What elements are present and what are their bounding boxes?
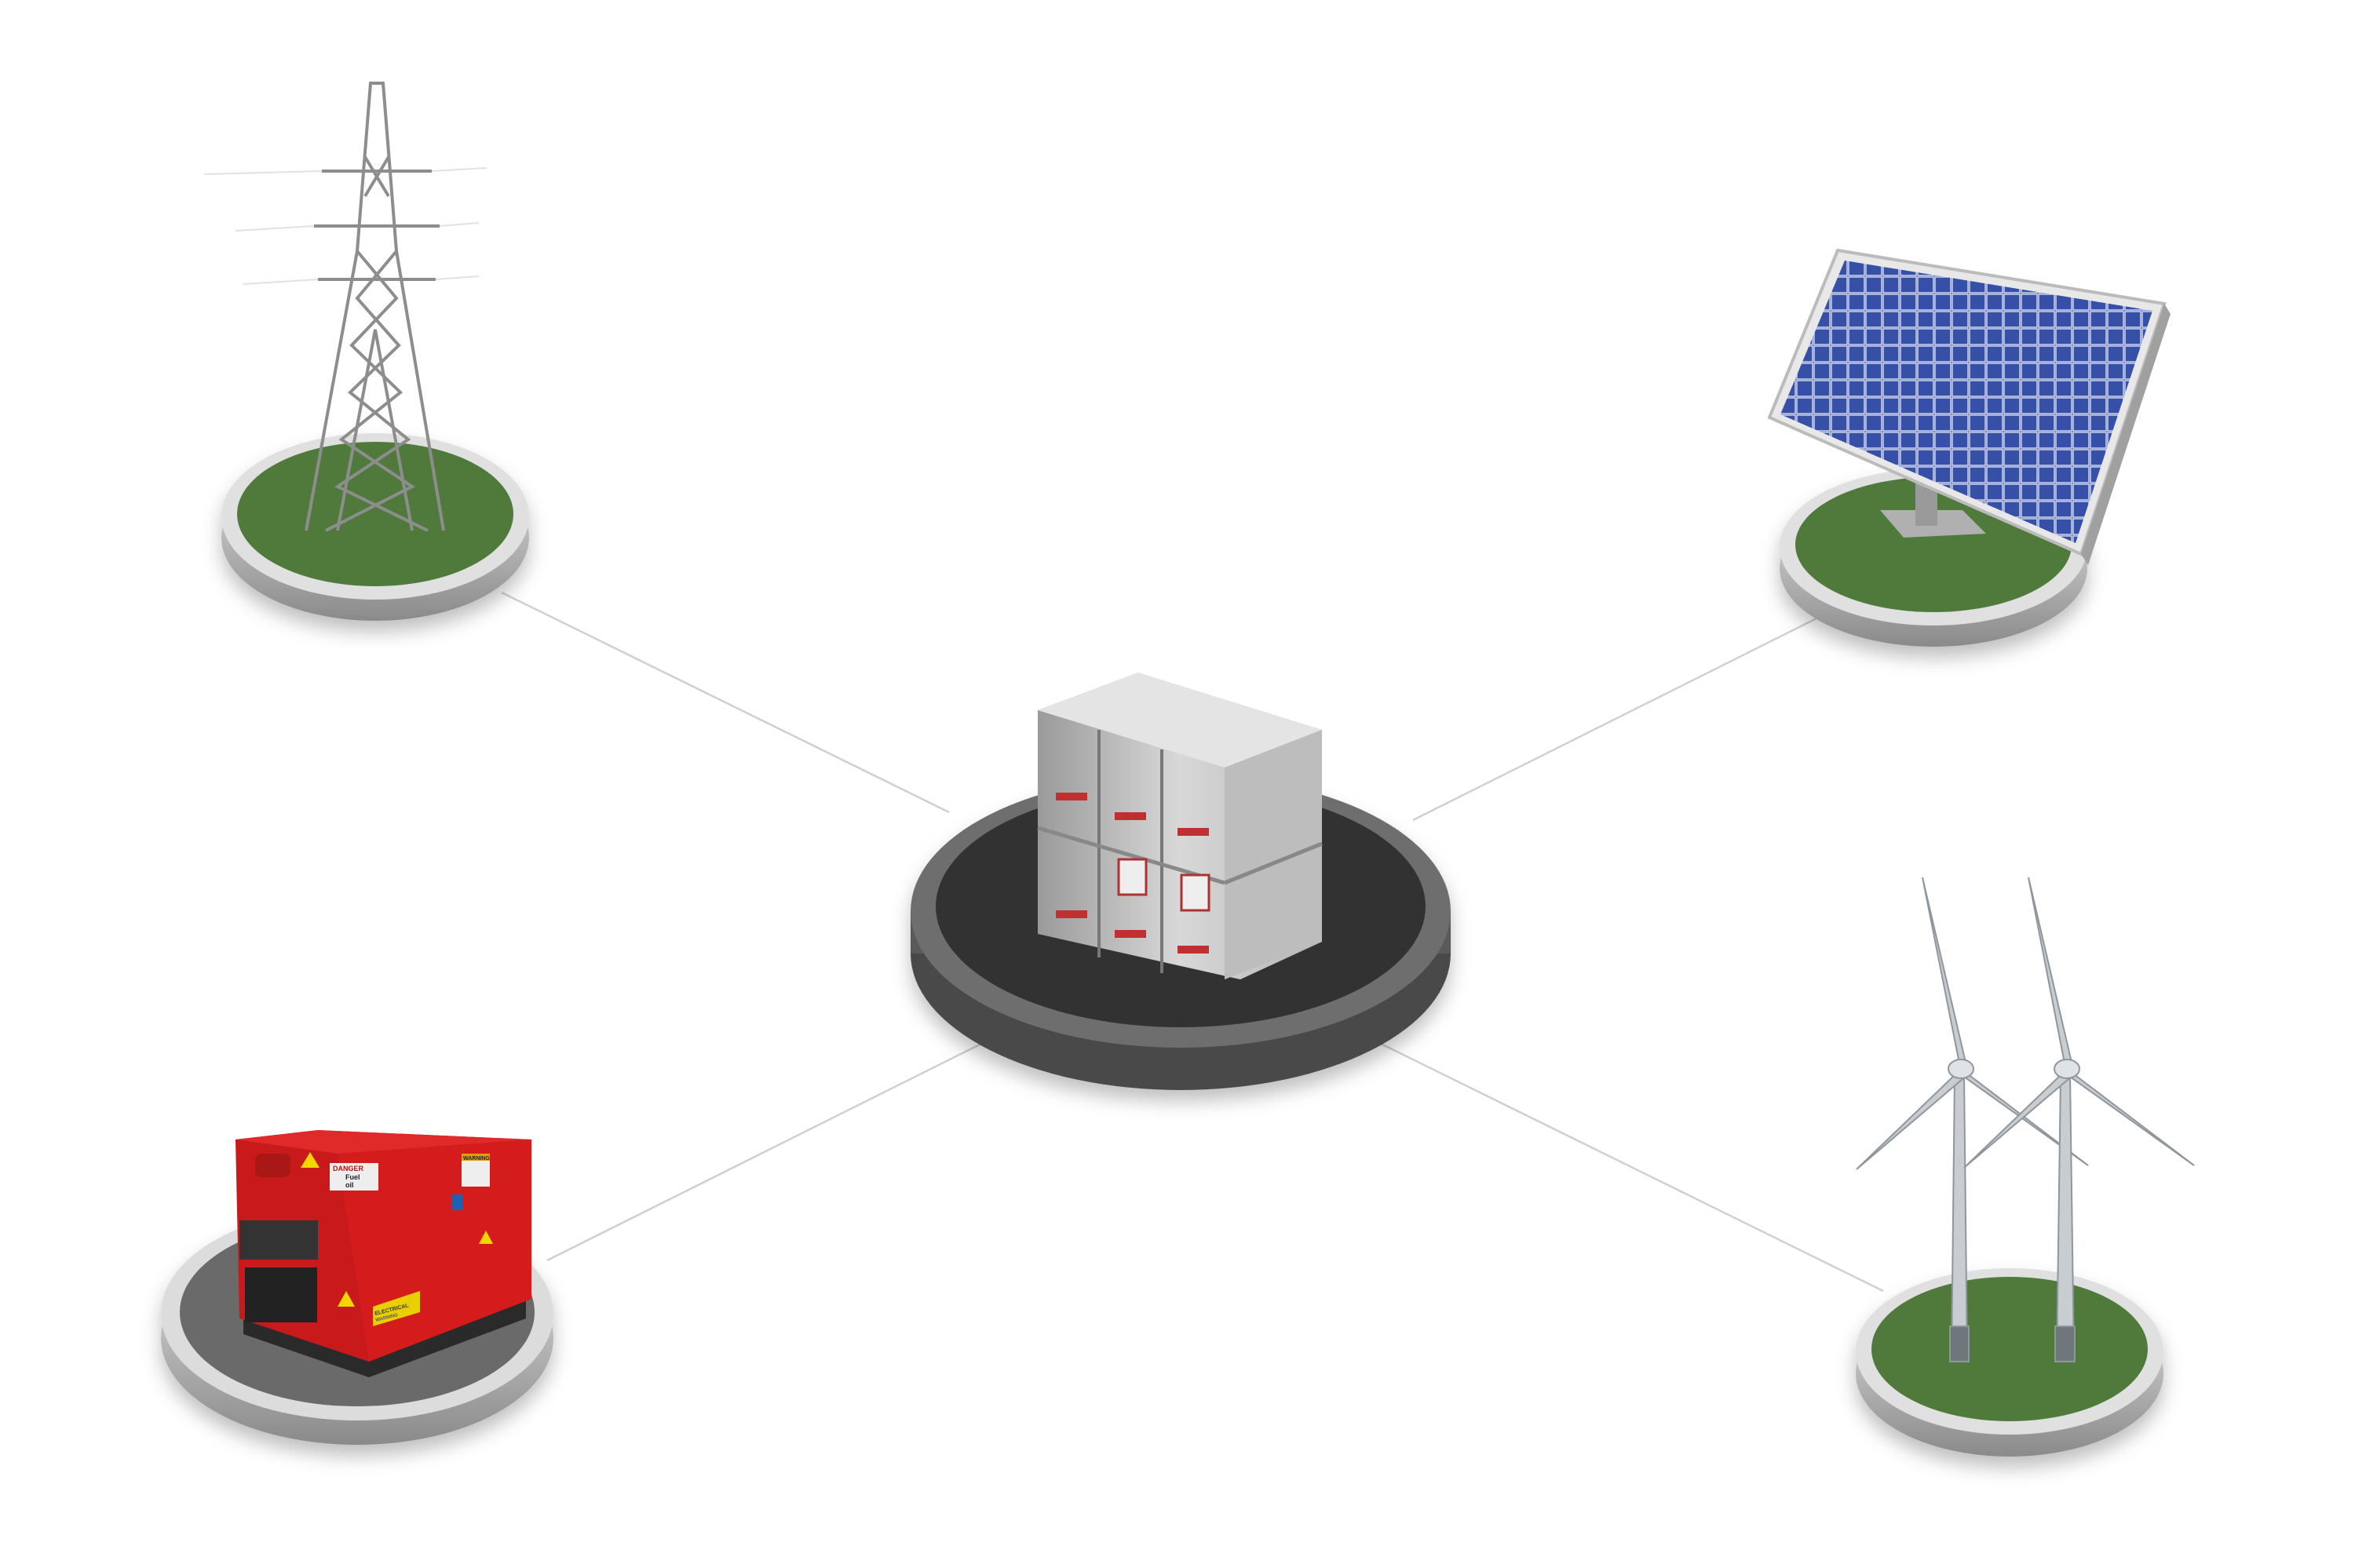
- connector-wind: [1374, 1039, 1884, 1293]
- wind-platform: [1856, 1268, 2163, 1457]
- solar-panel-icon: [1767, 248, 2171, 565]
- wind-node: [1856, 877, 2195, 1457]
- connector-generator: [546, 1039, 988, 1262]
- connector-grid: [501, 591, 950, 814]
- decal-warning: WARNING: [463, 1156, 490, 1161]
- battery-cabinet-icon: [1037, 673, 1323, 979]
- grid-platform: [221, 433, 529, 621]
- decal-oil: oil: [345, 1181, 354, 1189]
- diesel-generator-icon: DANGER Fuel oil WARNING ELECTRICAL WARNI…: [236, 1130, 531, 1377]
- battery-storage-node: [911, 673, 1451, 1090]
- connector-solar: [1412, 614, 1824, 822]
- connector-lines: [501, 591, 1884, 1293]
- solar-node: [1767, 248, 2171, 647]
- decal-fuel: Fuel: [345, 1173, 360, 1181]
- generator-node: DANGER Fuel oil WARNING ELECTRICAL WARNI…: [161, 1130, 553, 1445]
- transmission-tower-icon: [203, 82, 487, 532]
- decal-danger: DANGER: [333, 1165, 364, 1172]
- grid-node: [203, 82, 529, 621]
- wind-turbine-icon: [1856, 877, 2195, 1362]
